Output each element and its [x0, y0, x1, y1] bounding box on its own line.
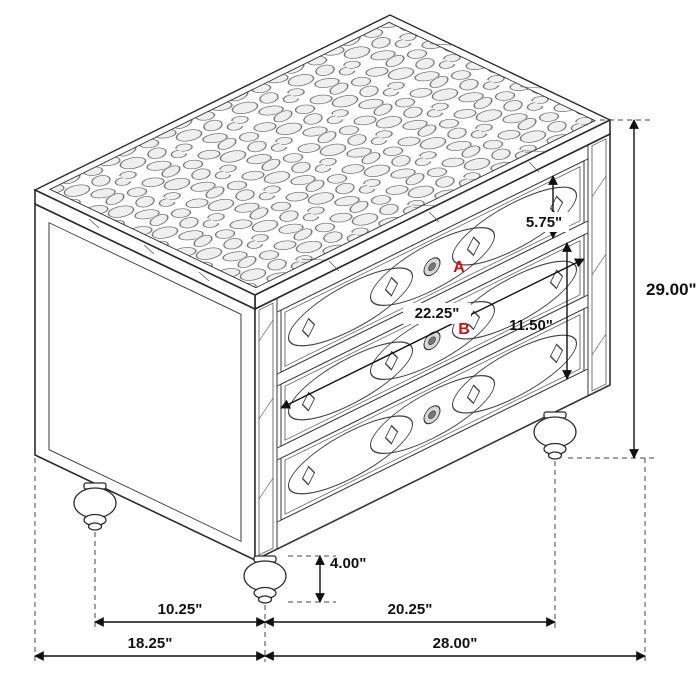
- dim-top-drawer-height-label: 5.75": [526, 214, 562, 231]
- dimension-overall-height: 29.00": [629, 119, 697, 459]
- dim-right-foot-span-label: 20.25": [388, 601, 433, 618]
- dimension-top-drawer-height: 5.75": [519, 175, 569, 239]
- dim-foot-height-label: 4.00": [330, 555, 366, 572]
- dim-lower-drawer-height-label: 11.50": [509, 317, 553, 334]
- dim-overall-width-label: 28.00": [433, 635, 478, 652]
- dim-overall-depth-label: 18.25": [128, 635, 173, 652]
- callout-b-label: B: [458, 321, 470, 338]
- dimension-overall-depth: 18.25": [34, 635, 266, 661]
- callout-a-label: A: [453, 259, 465, 276]
- bun-foot-center: [243, 555, 287, 604]
- dim-overall-height-label: 29.00": [646, 280, 697, 299]
- dimension-foot-height: 4.00": [315, 555, 366, 603]
- dimension-lower-drawer-height: 11.50": [509, 242, 572, 380]
- dim-drawer-width-label: 22.25": [415, 305, 460, 322]
- dim-left-foot-inset-label: 10.25": [158, 601, 203, 618]
- dimension-drawer-width: 22.25": [280, 258, 585, 409]
- dimension-left-foot-inset: 10.25": [94, 601, 266, 627]
- dimension-right-foot-span: 20.25": [264, 601, 556, 627]
- dimension-overall-width: 28.00": [264, 635, 646, 661]
